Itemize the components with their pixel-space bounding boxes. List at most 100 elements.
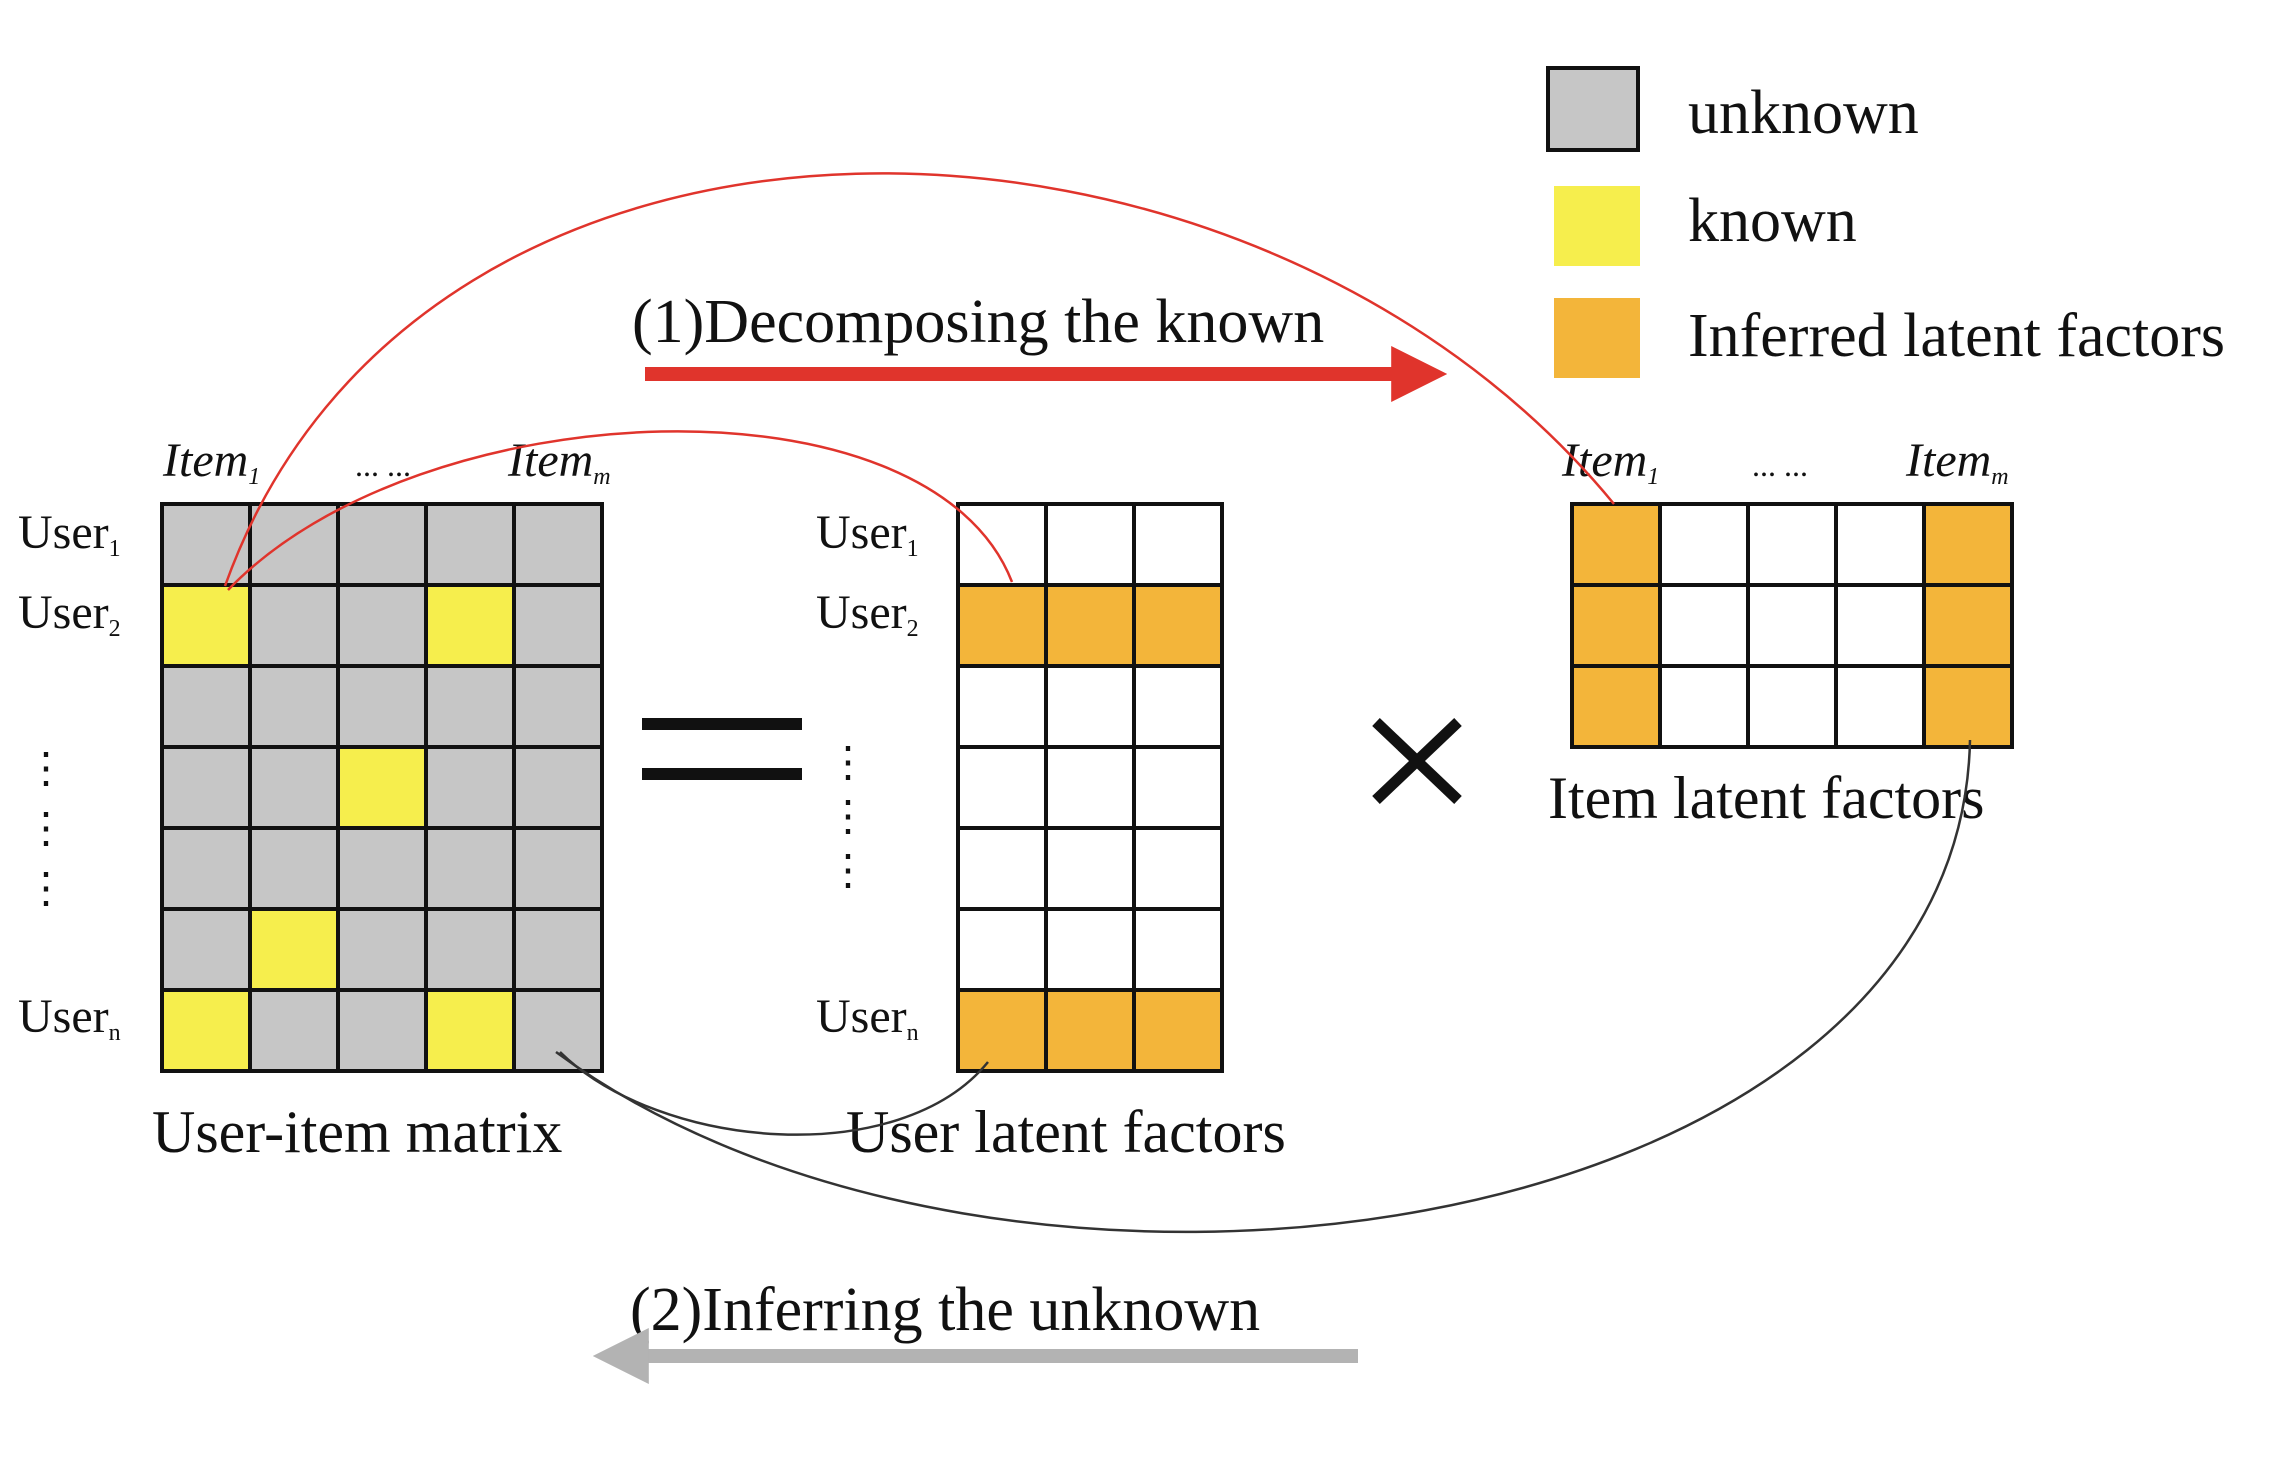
item-latent-cell-inferred — [1922, 664, 2014, 749]
user-latent-vdots-2: ⋮ — [827, 794, 869, 840]
user-latent-cell-inferred — [956, 988, 1048, 1073]
item-latent-cell-empty — [1658, 583, 1750, 668]
user-item-matrix-vdots-2: ⋮ — [25, 806, 67, 852]
user-latent-cell-empty — [956, 745, 1048, 830]
user-item-matrix-cell-unknown — [160, 502, 252, 587]
item-latent-cell-empty — [1834, 664, 1926, 749]
user-item-matrix: Item1 ... ... Itemm User1 User2 Usern ⋮ … — [18, 434, 611, 1165]
user-item-matrix-vdots-3: ⋮ — [25, 866, 67, 912]
connector-user-latent-to-user-item — [227, 430, 1014, 591]
user-item-matrix-cell-unknown — [512, 907, 604, 992]
legend-label-unknown: unknown — [1688, 79, 1919, 147]
equals-bar-bottom — [642, 768, 802, 780]
user-item-matrix-cell-known — [336, 745, 428, 830]
user-item-matrix-cell-unknown — [248, 745, 340, 830]
user-item-matrix-row-label-2: User2 — [18, 586, 121, 642]
connector-item-latent-to-unknown — [555, 739, 1972, 1234]
user-item-matrix-cell-unknown — [336, 583, 428, 668]
legend-swatch-inferred — [1554, 298, 1640, 378]
item-latent-cell-inferred — [1570, 502, 1662, 587]
user-item-matrix-cell-unknown — [512, 988, 604, 1073]
user-latent-cell-empty — [1132, 502, 1224, 587]
user-item-matrix-cell-unknown — [512, 502, 604, 587]
item-latent-cell-inferred — [1570, 583, 1662, 668]
item-latent-cell-inferred — [1922, 583, 2014, 668]
user-item-matrix-cell-unknown — [336, 988, 428, 1073]
user-item-matrix-cell-unknown — [512, 826, 604, 911]
user-item-matrix-cell-known — [424, 988, 516, 1073]
user-item-matrix-cell-unknown — [248, 502, 340, 587]
item-latent-factors: Item1 ... ... Itemm Item latent factors — [1548, 434, 2014, 831]
user-item-matrix-header-dots: ... ... — [355, 447, 411, 483]
item-latent-cell-empty — [1746, 583, 1838, 668]
legend: unknown known Inferred latent factors — [1546, 66, 2225, 378]
user-latent-cell-empty — [956, 502, 1048, 587]
user-item-matrix-cell-known — [248, 907, 340, 992]
user-item-matrix-cell-unknown — [248, 988, 340, 1073]
user-latent-row-label-1: User1 — [816, 506, 919, 562]
user-item-matrix-cell-known — [160, 988, 252, 1073]
user-latent-vdots-3: ⋮ — [827, 848, 869, 894]
item-latent-cell-empty — [1746, 664, 1838, 749]
legend-item-inferred: Inferred latent factors — [1554, 298, 2225, 378]
user-item-matrix-cell-unknown — [248, 664, 340, 749]
step-infer-label: (2)Inferring the unknown — [630, 1276, 1260, 1344]
user-latent-row-label-n: Usern — [816, 990, 919, 1046]
user-latent-cell-empty — [1044, 907, 1136, 992]
equals-bar-top — [642, 718, 802, 730]
user-item-matrix-cell-unknown — [160, 826, 252, 911]
item-latent-cell-empty — [1834, 583, 1926, 668]
connector-item-to-user-item — [223, 172, 1615, 587]
user-item-matrix-cell-unknown — [512, 583, 604, 668]
user-latent-cell-inferred — [1132, 583, 1224, 668]
step-decompose: (1)Decomposing the known — [632, 288, 1448, 402]
item-latent-cell-inferred — [1570, 664, 1662, 749]
user-item-matrix-cell-unknown — [336, 826, 428, 911]
user-latent-vdots-1: ⋮ — [827, 740, 869, 786]
item-latent-header-dots: ... ... — [1752, 447, 1808, 483]
user-latent-cells — [956, 502, 1224, 1073]
user-latent-cell-empty — [1044, 826, 1136, 911]
user-item-matrix-cell-unknown — [424, 826, 516, 911]
user-item-matrix-cell-unknown — [424, 502, 516, 587]
item-latent-cell-empty — [1746, 502, 1838, 587]
user-item-matrix-cell-unknown — [512, 745, 604, 830]
step-decompose-label: (1)Decomposing the known — [632, 288, 1324, 356]
user-latent-cell-inferred — [1044, 583, 1136, 668]
item-latent-cell-empty — [1658, 664, 1750, 749]
legend-item-unknown: unknown — [1546, 66, 1919, 152]
user-item-matrix-cell-unknown — [248, 826, 340, 911]
user-item-matrix-header-first: Item1 — [162, 434, 260, 490]
user-item-matrix-cell-unknown — [424, 907, 516, 992]
user-item-matrix-vdots-1: ⋮ — [25, 746, 67, 792]
user-item-matrix-header-last: Itemm — [507, 434, 611, 490]
user-latent-row-label-2: User2 — [816, 586, 919, 642]
legend-item-known: known — [1554, 186, 1857, 266]
user-latent-cell-empty — [1132, 826, 1224, 911]
user-latent-cell-empty — [956, 826, 1048, 911]
user-item-matrix-cell-known — [424, 583, 516, 668]
user-item-matrix-cell-unknown — [248, 583, 340, 668]
user-latent-cell-empty — [1132, 745, 1224, 830]
legend-label-inferred: Inferred latent factors — [1688, 302, 2225, 370]
user-item-matrix-cell-unknown — [160, 907, 252, 992]
user-item-matrix-cell-unknown — [336, 502, 428, 587]
user-item-matrix-cell-unknown — [512, 664, 604, 749]
user-latent-cell-empty — [1132, 664, 1224, 749]
user-item-matrix-cell-unknown — [336, 907, 428, 992]
user-item-matrix-row-label-n: Usern — [18, 990, 121, 1046]
times-sign — [1372, 718, 1462, 804]
user-item-matrix-cell-unknown — [336, 664, 428, 749]
item-latent-cells — [1570, 502, 2014, 749]
user-latent-cell-inferred — [956, 583, 1048, 668]
user-item-matrix-cell-unknown — [160, 745, 252, 830]
legend-label-known: known — [1688, 187, 1857, 255]
user-item-matrix-cell-unknown — [424, 664, 516, 749]
user-item-matrix-cells — [160, 502, 604, 1073]
item-latent-caption: Item latent factors — [1548, 765, 1984, 831]
equals-sign — [642, 718, 802, 780]
user-latent-factors: User1 User2 Usern ⋮ ⋮ ⋮ User latent fact… — [816, 502, 1286, 1165]
user-item-matrix-cell-known — [160, 583, 252, 668]
times-stroke-2 — [1372, 718, 1462, 804]
